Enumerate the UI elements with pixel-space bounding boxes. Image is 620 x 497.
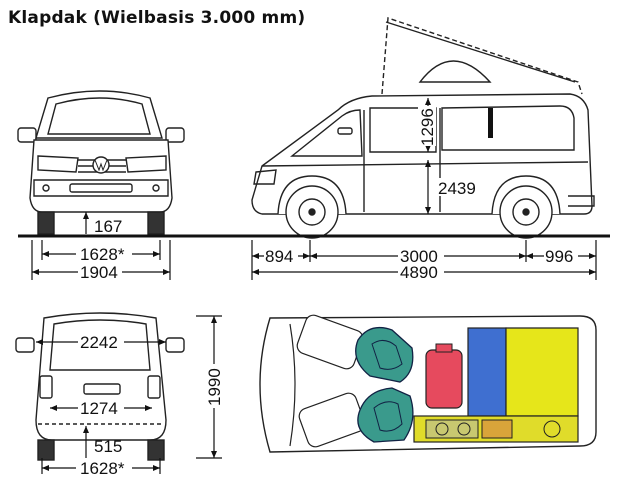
front-track-label: 1628* [80, 245, 125, 264]
top-view [259, 314, 597, 453]
interior-height-label: 2439 [438, 179, 476, 198]
rear-width-label: 2242 [80, 333, 118, 352]
cool-box [425, 349, 463, 409]
front-ground-clearance-label: 167 [94, 217, 122, 236]
sink [481, 419, 513, 439]
rear-inner-width-label: 1274 [80, 399, 118, 418]
wardrobe-cabinet [467, 327, 507, 417]
diagram-title: Klapdak (Wielbasis 3.000 mm) [8, 8, 306, 28]
front-width-label: 1904 [80, 263, 118, 282]
stove [425, 419, 479, 439]
overall-height-label: 1990 [205, 368, 224, 406]
wheelbase-label: 3000 [400, 247, 438, 266]
rear-track-label: 1628* [80, 459, 125, 478]
front-overhang-label: 894 [265, 247, 293, 266]
swivel-seat-right [357, 387, 414, 443]
front-view [17, 90, 185, 235]
side-view [251, 17, 595, 239]
overall-length-label: 4890 [400, 263, 438, 282]
roof-height-label: 1296 [418, 108, 437, 146]
rear-overhang-label: 996 [545, 247, 573, 266]
swivel-seat-left [355, 326, 414, 383]
rear-sill-height-label: 515 [94, 437, 122, 456]
rear-bed [505, 327, 579, 417]
